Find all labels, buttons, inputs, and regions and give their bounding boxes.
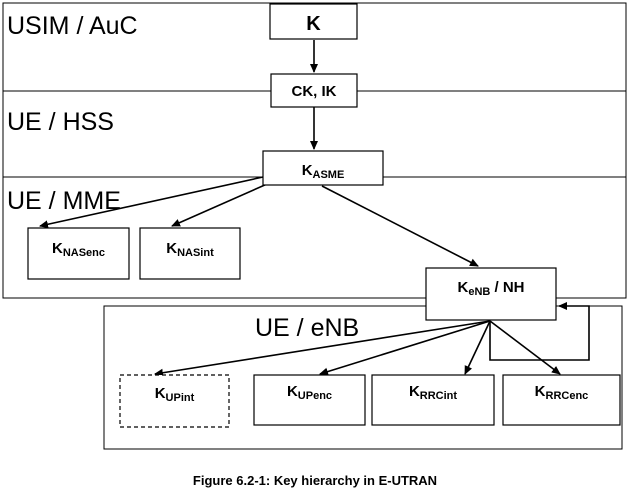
svg-text:KeNB / NH: KeNB / NH (457, 279, 524, 298)
key-kupenc: KUPenc (253, 374, 366, 426)
key-kenb-main: K (457, 279, 468, 296)
usim-auc-label: USIM / AuC (7, 12, 138, 40)
key-krrcint-sub: RRCint (420, 390, 458, 402)
arrow-kenb-to-kupenc (319, 320, 491, 376)
svg-text:KRRCenc: KRRCenc (535, 383, 589, 402)
key-k: K (269, 3, 358, 40)
svg-text:KNASenc: KNASenc (52, 240, 105, 259)
ue-enb-label: UE / eNB (255, 314, 359, 342)
key-kenb-nh: KeNB / NH (425, 267, 557, 321)
key-knasint-sub: NASint (177, 247, 214, 259)
key-kupint-main: K (155, 385, 166, 402)
key-kenb-suffix: / NH (490, 279, 524, 296)
key-knasenc: KNASenc (27, 227, 130, 280)
key-krrcenc-main: K (535, 383, 546, 400)
svg-text:KASME: KASME (302, 162, 345, 181)
key-krrcenc: KRRCenc (502, 374, 621, 426)
key-krrcint-main: K (409, 383, 420, 400)
svg-text:KRRCint: KRRCint (409, 383, 457, 402)
arrow-nh-loop (489, 302, 590, 361)
ue-enb-region (103, 305, 623, 450)
arrow-kasme-to-kenb (321, 185, 479, 267)
key-knasenc-sub: NASenc (63, 247, 105, 259)
key-kenb-sub: eNB (468, 286, 490, 298)
key-knasint-main: K (166, 240, 177, 257)
key-ck-ik-label: CK, IK (292, 83, 337, 100)
key-knasenc-main: K (52, 240, 63, 257)
key-krrcint: KRRCint (371, 374, 495, 426)
ue-mme-label: UE / MME (7, 187, 121, 215)
arrow-kenb-to-krrcenc (489, 320, 561, 375)
svg-text:CK, IK: CK, IK (292, 83, 337, 100)
svg-text:KUPenc: KUPenc (287, 383, 332, 402)
ue-hss-label: UE / HSS (7, 108, 114, 136)
key-kupenc-sub: UPenc (298, 390, 332, 402)
key-kupint-sub: UPint (166, 392, 195, 404)
key-kasme-main: K (302, 162, 313, 179)
key-ck-ik: CK, IK (270, 73, 358, 108)
arrow-kenb-to-krrcint (464, 320, 491, 375)
key-kasme-sub: ASME (313, 169, 345, 181)
arrow-kenb-to-kupint (154, 320, 491, 377)
key-knasint: KNASint (139, 227, 241, 280)
key-kupint: KUPint (119, 374, 230, 428)
figure-caption: Figure 6.2-1: Key hierarchy in E-UTRAN (193, 473, 437, 488)
key-krrcenc-sub: RRCenc (546, 390, 589, 402)
svg-text:KUPint: KUPint (155, 385, 195, 404)
svg-text:K: K (306, 13, 321, 35)
svg-text:KNASint: KNASint (166, 240, 214, 259)
arrow-kasme-to-knasenc (39, 176, 264, 229)
key-k-label: K (306, 13, 321, 35)
key-kupenc-main: K (287, 383, 298, 400)
key-kasme: KASME (262, 150, 384, 186)
